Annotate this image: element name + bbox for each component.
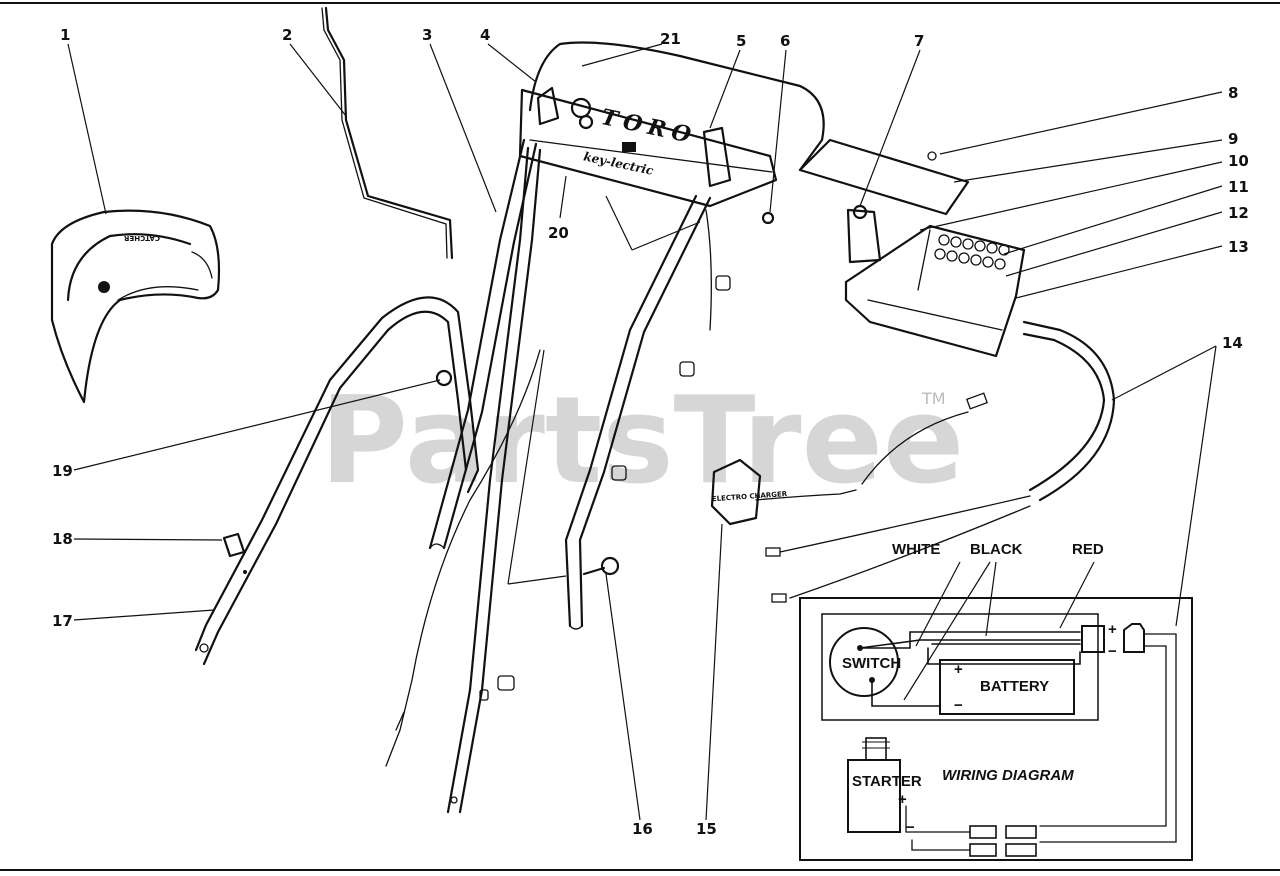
switch-battery-panel — [821, 613, 1099, 721]
wiring-diagram-title: WIRING DIAGRAM — [942, 767, 1074, 784]
wire-harness — [765, 320, 1116, 603]
connector-plug — [1081, 625, 1105, 653]
control-rod — [321, 6, 454, 260]
switch-label: SWITCH — [842, 655, 901, 672]
bolt-18 — [222, 532, 246, 558]
callout-5: 5 — [736, 32, 746, 50]
right-handle-tube — [564, 194, 712, 630]
battery-box — [798, 138, 1026, 358]
panel-model-text: key-lectric — [582, 149, 655, 178]
callout-7: 7 — [914, 32, 924, 50]
callout-16: 16 — [632, 820, 653, 838]
switch-symbol — [829, 627, 899, 697]
callout-10: 10 — [1228, 152, 1249, 170]
callout-18: 18 — [52, 530, 73, 548]
screw-6 — [761, 211, 775, 225]
wiring-diagram-frame — [799, 597, 1193, 861]
callout-4: 4 — [480, 26, 490, 44]
wiring-diagram: WHITE BLACK RED SWITCH BATTERY + − + − — [799, 541, 1193, 861]
callout-numbers: 1 2 3 4 5 6 7 8 9 10 11 12 13 14 15 16 1… — [52, 26, 1249, 838]
knob-bolt — [582, 556, 620, 576]
leader-lines — [67, 43, 1223, 821]
watermark-text: PartsTree — [320, 372, 964, 511]
bag-label: CATCHER — [123, 234, 160, 242]
callout-1: 1 — [60, 26, 70, 44]
nut-19 — [435, 369, 453, 387]
callout-2: 2 — [282, 26, 292, 44]
left-handle-tube — [428, 138, 542, 814]
callout-12: 12 — [1228, 204, 1249, 222]
lower-bail — [194, 296, 480, 666]
callout-21: 21 — [660, 30, 681, 48]
grass-catcher-bag: CATCHER — [50, 209, 221, 404]
callout-14: 14 — [1222, 334, 1243, 352]
callout-8: 8 — [1228, 84, 1238, 102]
battery-minus: − — [954, 697, 963, 714]
callout-15: 15 — [696, 820, 717, 838]
callout-20: 20 — [548, 224, 569, 242]
wire-label-white: WHITE — [892, 541, 940, 558]
callout-13: 13 — [1228, 238, 1249, 256]
trademark-text: TM — [921, 389, 946, 408]
battery-cells — [934, 234, 1010, 270]
panel-brand-text: TORO — [599, 104, 699, 150]
starter-symbol — [847, 759, 901, 833]
battery-symbol — [939, 659, 1075, 715]
callout-17: 17 — [52, 612, 73, 630]
callout-11: 11 — [1228, 178, 1249, 196]
starter-plus: + — [898, 791, 907, 808]
bushings — [479, 275, 731, 701]
plug-lead — [861, 411, 969, 485]
battery-label: BATTERY — [980, 678, 1049, 695]
wire-label-red: RED — [1072, 541, 1104, 558]
callout-9: 9 — [1228, 130, 1238, 148]
connector-plus: + — [1108, 621, 1117, 638]
wire-label-black: BLACK — [970, 541, 1023, 558]
callout-3: 3 — [422, 26, 432, 44]
connector-minus: − — [1108, 643, 1117, 660]
starter-label: STARTER — [852, 773, 922, 790]
starter-minus: − — [906, 819, 915, 836]
callout-19: 19 — [52, 462, 73, 480]
battery-plus: + — [954, 661, 963, 678]
throttle-cable — [385, 349, 541, 767]
callout-6: 6 — [780, 32, 790, 50]
handle-cable — [705, 209, 712, 331]
